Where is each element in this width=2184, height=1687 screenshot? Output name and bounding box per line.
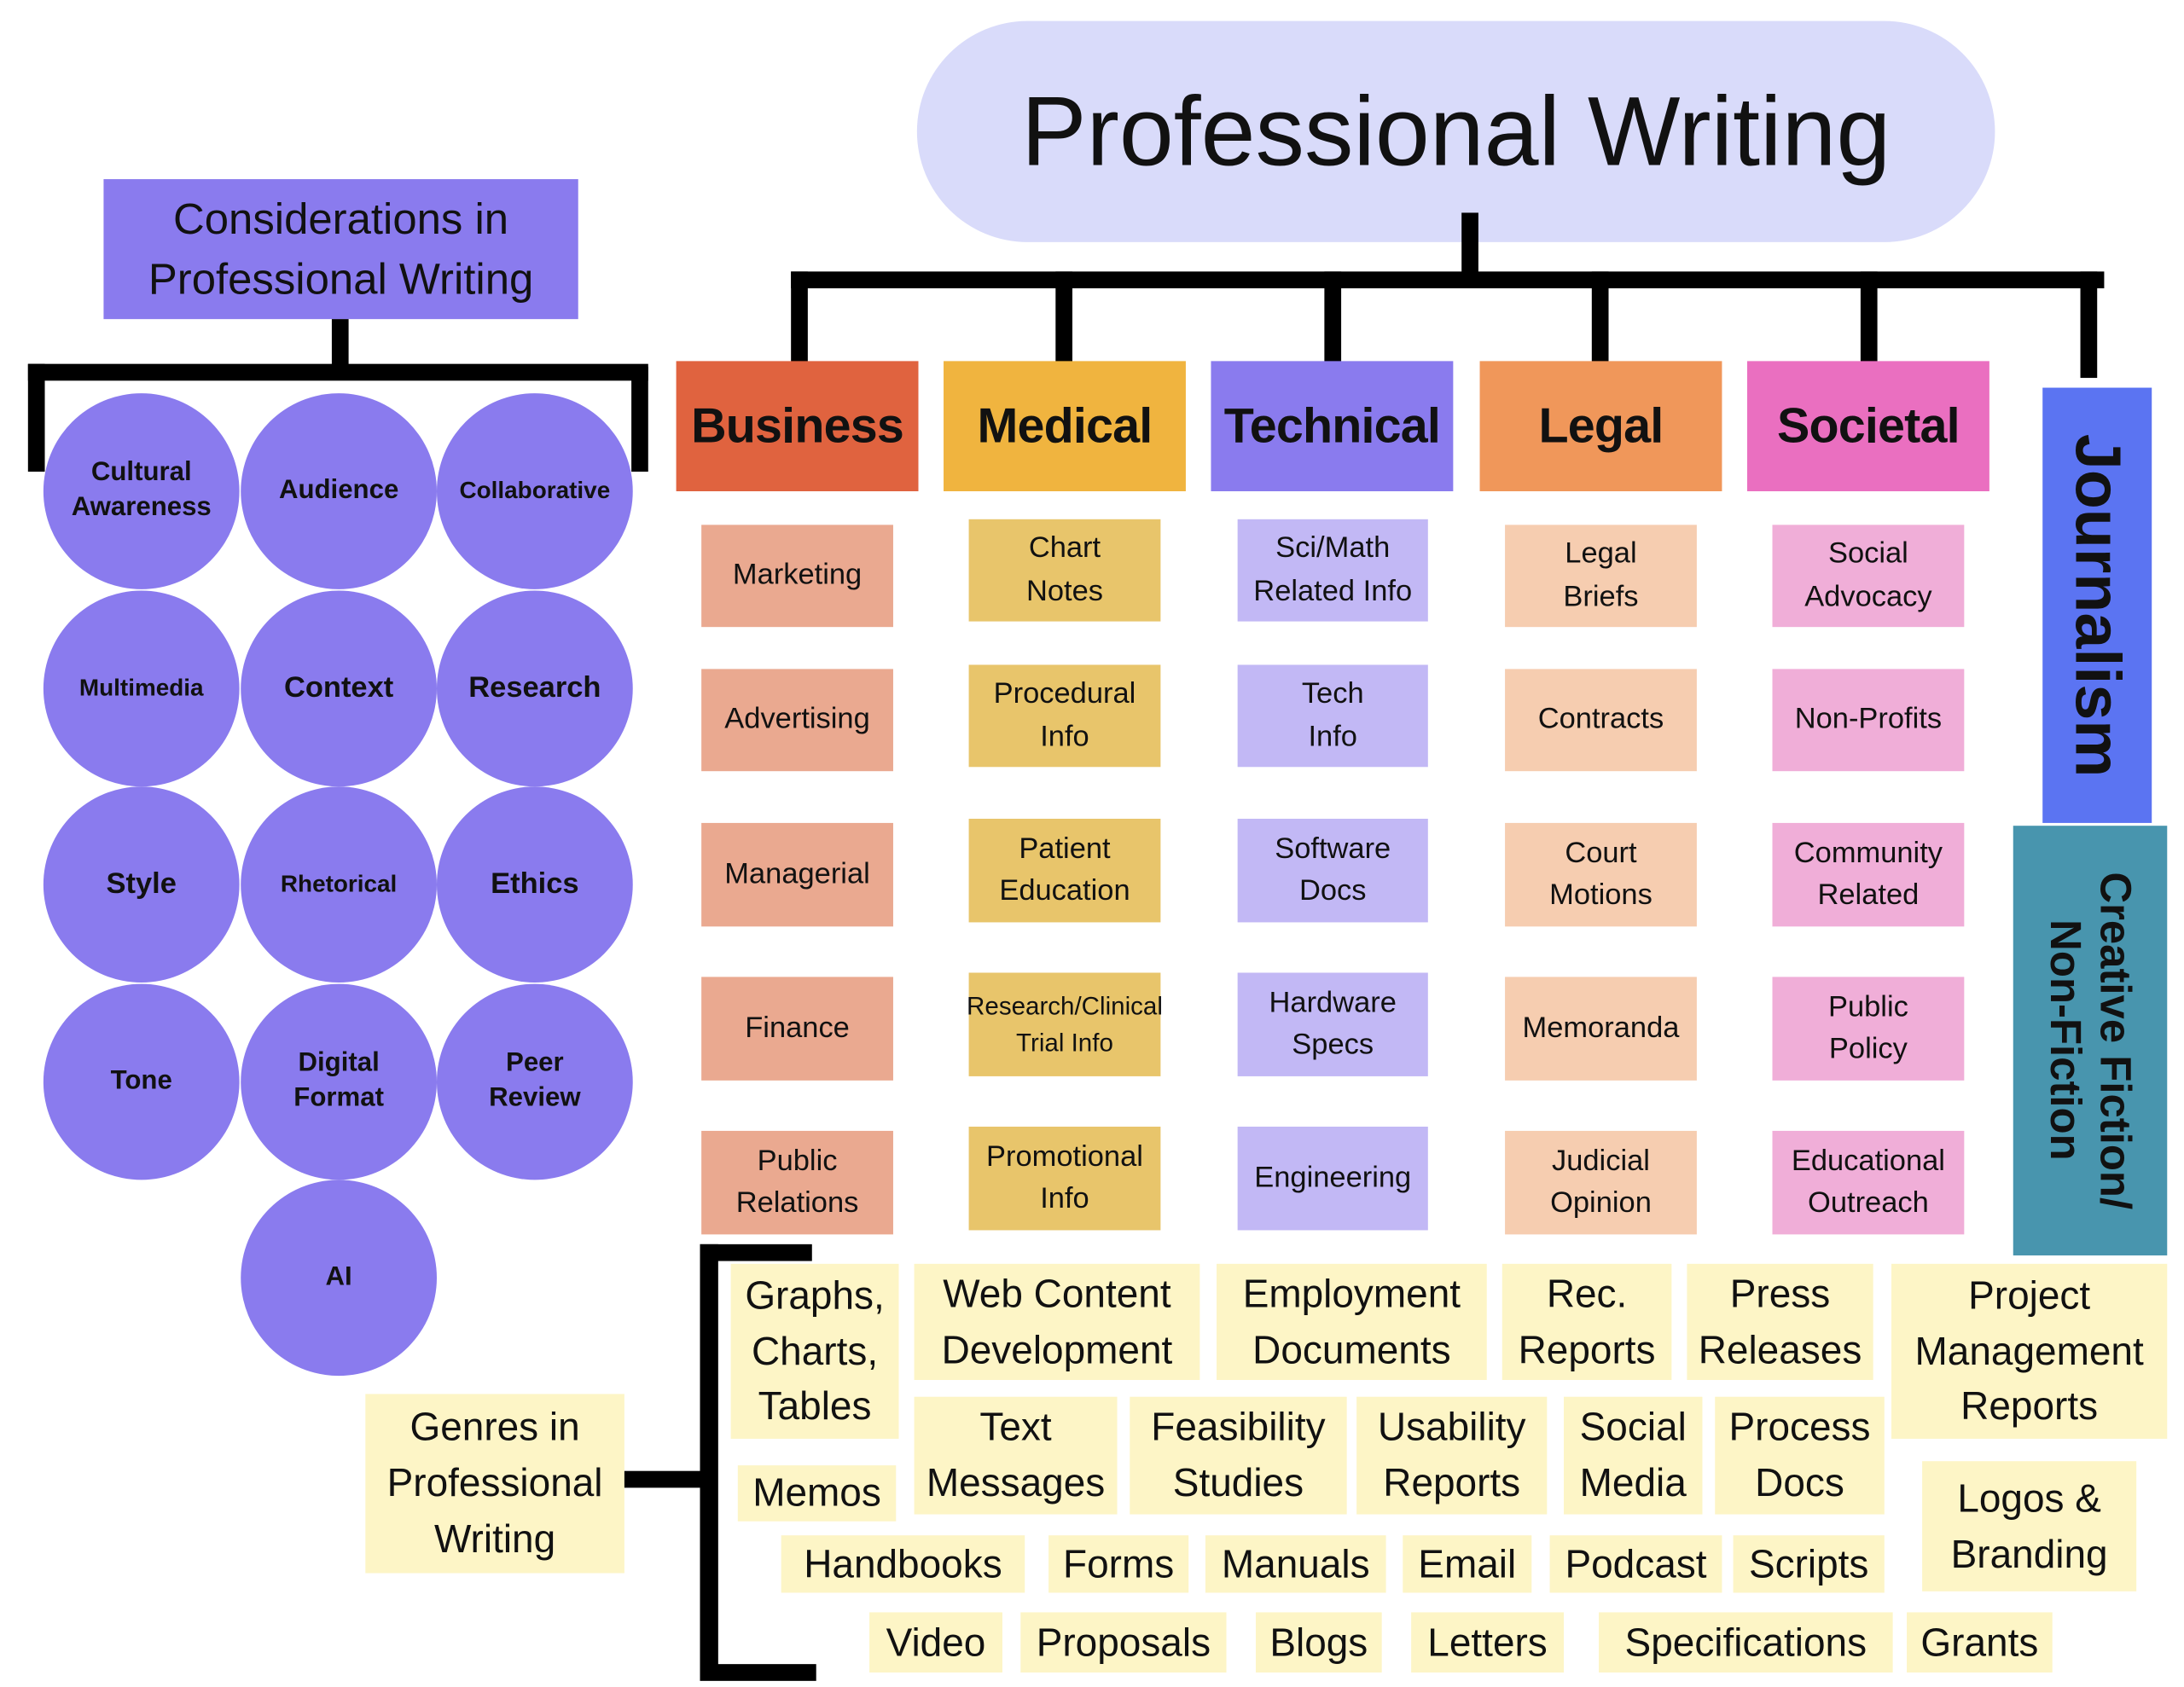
connector-line: [1461, 212, 1478, 286]
genre-tag: Memos: [737, 1465, 897, 1522]
category-technical: Technical: [1211, 361, 1454, 491]
subcategory-box: Finance: [701, 977, 893, 1081]
subcategory-box: Engineering: [1237, 1127, 1428, 1231]
consideration-circle: Ethics: [436, 786, 633, 983]
subcategory-box: Research/Clinical Trial Info: [967, 972, 1163, 1076]
genre-tag: Grants: [1907, 1612, 2053, 1673]
genre-tag: Video: [869, 1612, 1002, 1673]
genre-tag: Employment Documents: [1217, 1263, 1487, 1381]
subcategory-box: Social Advocacy: [1772, 525, 1965, 628]
connector-line: [27, 363, 45, 472]
genres-title: Genres in Professional Writing: [365, 1394, 624, 1574]
genre-tag: Press Releases: [1687, 1263, 1873, 1381]
subcategory-box: Public Policy: [1772, 977, 1965, 1081]
subcategory-box: Software Docs: [1237, 818, 1428, 923]
subcategory-box: Patient Education: [968, 818, 1161, 923]
category-creative-fiction: Creative Fiction/ Non-Fiction: [2013, 826, 2168, 1255]
genre-tag: Specifications: [1599, 1612, 1893, 1673]
connector-line: [700, 1244, 718, 1680]
connector-line: [700, 1244, 812, 1261]
consideration-circle: Digital Format: [241, 983, 437, 1180]
genre-tag: Text Messages: [914, 1396, 1118, 1515]
connector-line: [631, 366, 648, 472]
category-legal: Legal: [1479, 361, 1722, 491]
subcategory-box: Managerial: [701, 822, 893, 927]
genre-tag: Blogs: [1255, 1612, 1382, 1673]
title-pill: Professional Writing: [916, 20, 1995, 242]
connector-line: [2080, 271, 2098, 379]
subcategory-box: Legal Briefs: [1505, 525, 1697, 628]
connector-line: [27, 363, 648, 381]
genre-tag: Graphs, Charts, Tables: [730, 1263, 899, 1439]
genre-tag: Logos & Branding: [1922, 1461, 2137, 1591]
genre-tag: Web Content Development: [914, 1263, 1200, 1381]
connector-line: [624, 1470, 706, 1488]
subcategory-box: Non-Profits: [1772, 669, 1965, 772]
consideration-circle: Rhetorical: [241, 786, 437, 983]
subcategory-box: Judicial Opinion: [1505, 1130, 1697, 1235]
category-medical: Medical: [944, 361, 1186, 491]
subcategory-box: Procedural Info: [968, 664, 1161, 768]
category-journalism: Journalism: [2042, 387, 2152, 823]
genre-tag: Proposals: [1020, 1612, 1227, 1673]
consideration-circle: Research: [436, 590, 633, 787]
considerations-title: Considerations in Professional Writing: [103, 179, 578, 320]
subcategory-box: Marketing: [701, 525, 893, 628]
subcategory-box: Court Motions: [1505, 822, 1697, 927]
genre-tag: Email: [1403, 1535, 1532, 1593]
subcategory-box: Sci/Math Related Info: [1237, 519, 1428, 622]
connector-line: [1055, 271, 1073, 384]
connector-line: [791, 271, 2105, 289]
subcategory-box: Hardware Specs: [1237, 972, 1428, 1076]
subcategory-box: Public Relations: [701, 1130, 893, 1235]
genre-tag: Rec. Reports: [1502, 1263, 1672, 1381]
category-societal: Societal: [1746, 361, 1989, 491]
consideration-circle: Audience: [241, 393, 437, 589]
connector-line: [700, 1664, 816, 1681]
genre-tag: Project Management Reports: [1891, 1263, 2168, 1439]
consideration-circle: AI: [241, 1180, 437, 1377]
subcategory-box: Chart Notes: [968, 519, 1161, 622]
subcategory-box: Advertising: [701, 669, 893, 772]
genre-tag: Usability Reports: [1356, 1396, 1548, 1515]
subcategory-box: Tech Info: [1237, 664, 1428, 768]
consideration-circle: Peer Review: [436, 983, 633, 1180]
consideration-circle: Multimedia: [43, 590, 240, 787]
consideration-circle: Cultural Awareness: [43, 393, 240, 589]
category-business: Business: [676, 361, 919, 491]
genre-tag: Podcast: [1549, 1535, 1722, 1593]
subcategory-box: Contracts: [1505, 669, 1697, 772]
connector-line: [331, 319, 349, 375]
subcategory-box: Educational Outreach: [1772, 1130, 1965, 1235]
genre-tag: Letters: [1411, 1612, 1564, 1673]
genre-tag: Manuals: [1205, 1535, 1386, 1593]
genre-tag: Social Media: [1563, 1396, 1703, 1515]
consideration-circle: Collaborative: [436, 393, 633, 589]
consideration-circle: Style: [43, 786, 240, 983]
subcategory-box: Promotional Info: [968, 1127, 1161, 1231]
consideration-circle: Tone: [43, 983, 240, 1180]
genre-tag: Scripts: [1733, 1535, 1885, 1593]
consideration-circle: Context: [241, 590, 437, 787]
genre-tag: Feasibility Studies: [1130, 1396, 1347, 1515]
connector-line: [791, 271, 808, 379]
subcategory-box: Memoranda: [1505, 977, 1697, 1081]
genre-tag: Handbooks: [781, 1535, 1025, 1593]
genre-tag: Process Docs: [1715, 1396, 1885, 1515]
subcategory-box: Community Related: [1772, 822, 1965, 927]
genre-tag: Forms: [1048, 1535, 1189, 1593]
